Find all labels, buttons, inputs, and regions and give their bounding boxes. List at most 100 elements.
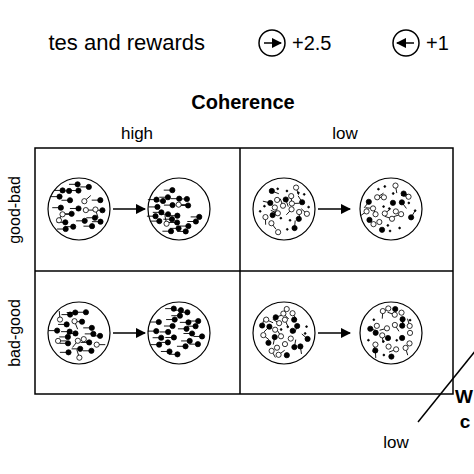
moving-dot	[414, 210, 416, 212]
moving-dot	[154, 329, 159, 334]
moving-dot	[380, 308, 385, 313]
moving-dot	[89, 348, 94, 353]
moving-dot	[290, 328, 295, 333]
sequence-arrow	[318, 208, 350, 210]
moving-dot	[268, 200, 273, 205]
moving-dot	[383, 341, 385, 343]
moving-dot	[298, 344, 303, 349]
moving-dot	[388, 208, 390, 210]
moving-dot	[175, 213, 180, 218]
moving-dot	[409, 319, 411, 321]
moving-dot	[401, 191, 406, 196]
moving-dot	[187, 338, 192, 343]
moving-dot	[408, 202, 410, 204]
grid-line	[35, 270, 453, 272]
moving-dot	[293, 185, 298, 190]
moving-dot	[284, 353, 289, 358]
moving-dot	[170, 323, 175, 328]
moving-dot	[166, 329, 171, 334]
moving-dot	[100, 208, 105, 213]
moving-dot	[396, 339, 398, 341]
moving-dot	[185, 310, 190, 315]
moving-dot	[387, 224, 389, 226]
moving-dot	[57, 194, 62, 199]
moving-dot	[399, 200, 404, 205]
legend-icon	[259, 30, 285, 56]
moving-dot	[383, 206, 385, 208]
moving-dot	[400, 323, 405, 328]
legend-icon	[393, 30, 419, 56]
moving-dot	[281, 311, 286, 316]
moving-dot	[82, 218, 87, 223]
moving-dot	[374, 323, 379, 328]
moving-dot	[159, 210, 164, 215]
axis-title: Coherence	[191, 92, 294, 112]
moving-dot	[392, 193, 394, 195]
moving-dot	[280, 217, 282, 219]
moving-dot	[266, 340, 271, 345]
moving-dot	[82, 199, 87, 204]
moving-dot	[92, 215, 97, 220]
aperture	[148, 302, 210, 364]
row-label: good-bad	[7, 176, 23, 244]
moving-dot	[193, 324, 198, 329]
axis-label: high	[121, 125, 153, 142]
moving-dot	[164, 221, 169, 226]
moving-dot	[75, 338, 80, 343]
axis-label: low	[332, 125, 358, 142]
moving-dot	[60, 188, 65, 193]
aperture	[360, 178, 422, 240]
moving-dot	[269, 221, 274, 226]
moving-dot	[75, 182, 80, 187]
moving-dot	[186, 223, 191, 228]
moving-dot	[364, 209, 369, 214]
moving-dot	[373, 330, 378, 335]
moving-dot	[169, 217, 174, 222]
moving-dot	[270, 213, 275, 218]
moving-dot	[295, 323, 300, 328]
moving-dot	[65, 341, 70, 346]
moving-dot	[389, 354, 394, 359]
moving-dot	[159, 335, 164, 340]
moving-dot	[73, 331, 78, 336]
moving-dot	[393, 183, 398, 188]
moving-dot	[165, 340, 170, 345]
aperture	[253, 178, 315, 240]
moving-dot	[406, 194, 411, 199]
moving-dot	[261, 333, 266, 338]
moving-dot	[60, 212, 65, 217]
moving-dot	[393, 306, 398, 311]
moving-dot	[297, 209, 302, 214]
moving-dot	[199, 334, 204, 339]
moving-dot	[378, 188, 380, 190]
moving-dot	[184, 196, 189, 201]
moving-dot	[292, 344, 297, 349]
moving-dot	[306, 326, 308, 328]
moving-dot	[78, 346, 83, 351]
moving-dot	[55, 328, 60, 333]
grid-frame	[35, 148, 453, 394]
moving-dot	[308, 206, 310, 208]
moving-dot	[56, 218, 61, 223]
aperture	[253, 302, 315, 364]
moving-dot	[289, 194, 294, 199]
moving-dot	[373, 348, 378, 353]
moving-dot	[58, 205, 63, 210]
moving-dot	[300, 200, 305, 205]
moving-dot	[165, 195, 170, 200]
row-label: bad-good	[7, 299, 23, 367]
moving-dot	[373, 212, 378, 217]
moving-dot	[394, 347, 399, 352]
moving-dot	[55, 338, 60, 343]
sequence-arrow	[113, 332, 145, 334]
moving-dot	[276, 352, 281, 357]
moving-dot	[407, 330, 412, 335]
moving-dot	[264, 205, 266, 207]
moving-dot	[186, 203, 191, 208]
aperture	[48, 178, 110, 240]
moving-dot	[384, 326, 389, 331]
moving-dot	[186, 320, 191, 325]
moving-dot	[280, 203, 285, 208]
moving-dot	[267, 324, 272, 329]
moving-dot	[87, 340, 92, 345]
